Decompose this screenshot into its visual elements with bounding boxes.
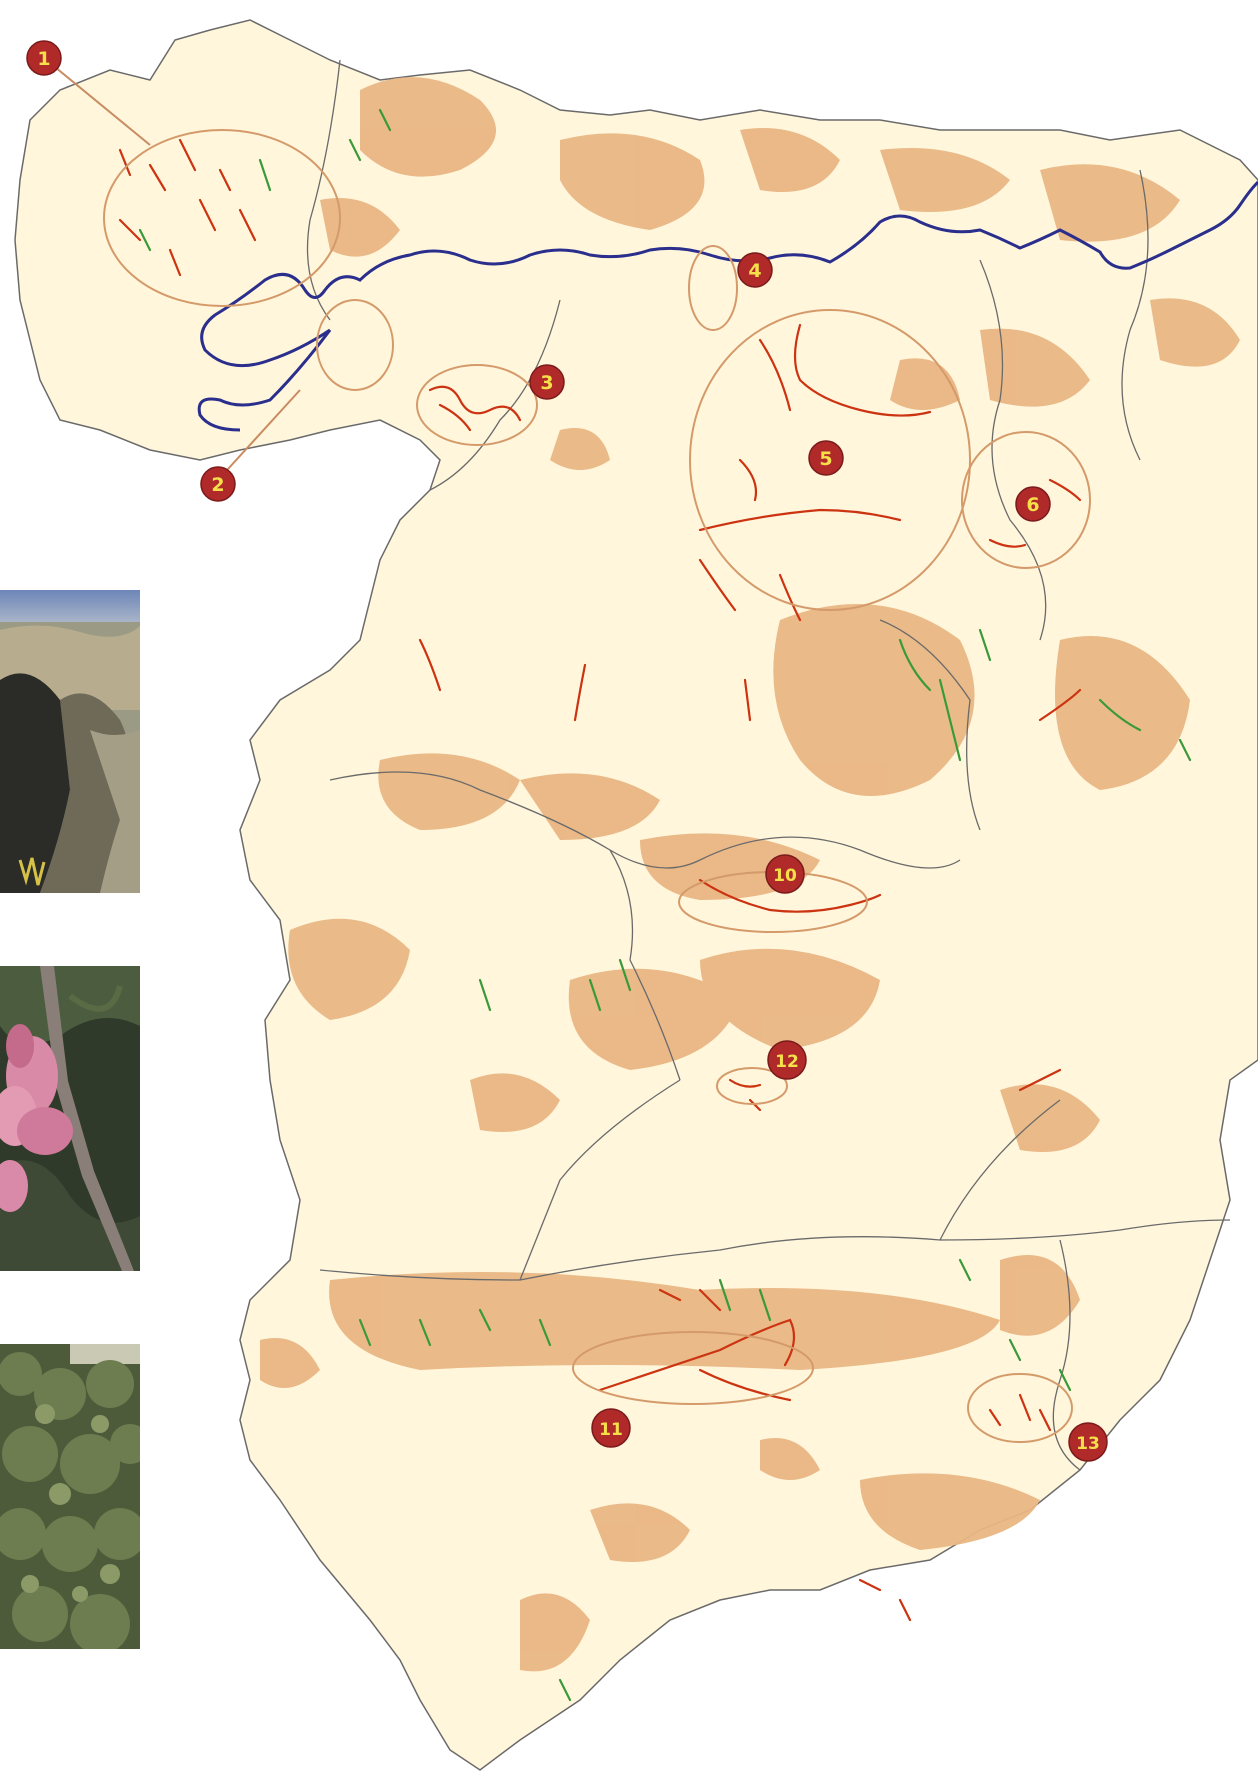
- marker-3: 3: [529, 364, 565, 400]
- region-boundaries: [306, 59, 1231, 1471]
- marker-1: 1: [26, 40, 62, 76]
- marker-4: 4: [737, 252, 773, 288]
- area-1-outline: [103, 129, 341, 307]
- river-segments-green: [138, 108, 1192, 1702]
- marker-5: 5: [808, 440, 844, 476]
- numbered-markers: 1 2 3 4 5 6 10: [26, 40, 1108, 1462]
- gorge-landscape-photo: [0, 590, 140, 893]
- svg-text:4: 4: [748, 260, 761, 282]
- area-3-outline: [416, 364, 538, 446]
- svg-text:5: 5: [819, 448, 832, 470]
- area-5-outline: [689, 309, 971, 611]
- svg-text:1: 1: [37, 48, 50, 70]
- area-12-outline: [716, 1067, 788, 1105]
- marker-2: 2: [200, 466, 236, 502]
- area-6-outline: [961, 431, 1091, 569]
- main-watershed-divide: [200, 180, 1258, 368]
- svg-text:2: 2: [211, 474, 224, 496]
- svg-text:3: 3: [540, 372, 553, 394]
- marker-13: 13: [1068, 1422, 1108, 1462]
- marker-12: 12: [767, 1040, 807, 1080]
- svg-text:13: 13: [1076, 1434, 1100, 1454]
- svg-text:11: 11: [599, 1420, 623, 1440]
- marker-leader-lines: [43, 57, 301, 481]
- dense-riparian-forest-photo: [0, 1344, 140, 1649]
- marker-10: 10: [765, 854, 805, 894]
- pink-oleander-flower-photo: [0, 966, 140, 1271]
- river-segments-red: [118, 138, 1082, 1622]
- area-2-outline: [316, 299, 394, 391]
- marker-11: 11: [591, 1408, 631, 1448]
- study-area-outlines: [103, 129, 1091, 1443]
- svg-text:10: 10: [773, 866, 797, 886]
- area-4-outline: [688, 245, 738, 331]
- area-11-outline: [572, 1331, 814, 1405]
- svg-text:6: 6: [1026, 494, 1039, 516]
- area-13-outline: [967, 1373, 1073, 1443]
- main-watershed-divide-west: [197, 329, 332, 432]
- svg-text:12: 12: [775, 1052, 799, 1072]
- marker-6: 6: [1015, 486, 1051, 522]
